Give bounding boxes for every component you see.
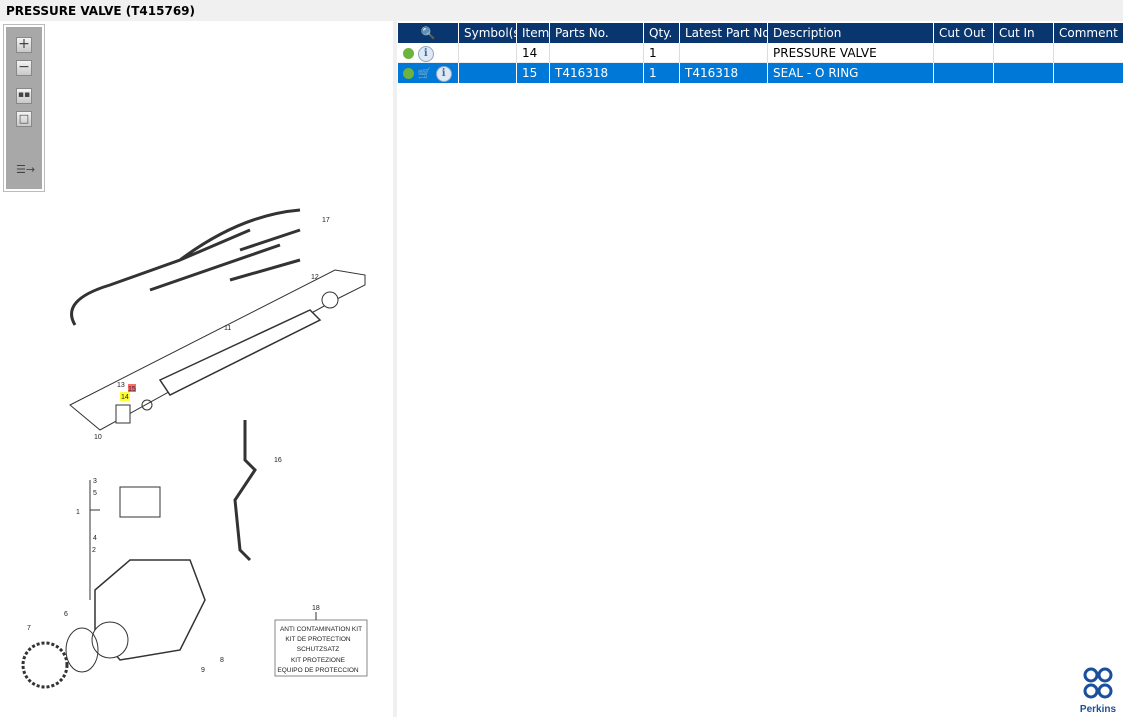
pressure-valve xyxy=(115,404,131,424)
callout[interactable]: 10 xyxy=(94,434,102,441)
table-header: 🔍 Symbol(s) Item Parts No. Qty. Latest P… xyxy=(398,23,1123,43)
diagram-toolbar: + − ▪▪ □ ☰→ xyxy=(3,24,45,192)
callout[interactable]: 7 xyxy=(27,625,31,632)
kit-label: SCHUTZSATZ xyxy=(297,646,340,653)
gear-icon[interactable] xyxy=(403,48,414,59)
cell-description: PRESSURE VALVE xyxy=(768,43,934,63)
perkins-emblem-icon xyxy=(1083,667,1113,699)
leader-1 xyxy=(89,480,100,600)
cell-cut-in xyxy=(994,63,1054,83)
pipe-16 xyxy=(233,420,257,562)
kit-label: ANTI CONTAMINATION KIT xyxy=(280,626,362,633)
cell-description: SEAL - O RING xyxy=(768,63,934,83)
cell-parts-no xyxy=(550,43,644,63)
cell-latest xyxy=(680,43,768,63)
callout[interactable]: 14 xyxy=(121,394,129,401)
callout[interactable]: 17 xyxy=(322,217,330,224)
highlight-15 xyxy=(128,384,136,392)
fuel-lines xyxy=(70,208,301,326)
cell-symbols xyxy=(459,43,517,63)
pump-valve xyxy=(119,486,161,518)
callout[interactable]: 2 xyxy=(92,547,96,554)
perkins-logo: Perkins xyxy=(1078,666,1118,715)
zoom-in-button[interactable]: + xyxy=(16,37,32,53)
cell-item: 15 xyxy=(517,63,550,83)
magnifier-icon: 🔍 xyxy=(420,26,436,40)
cell-qty: 1 xyxy=(644,43,680,63)
col-latest-part-no[interactable]: Latest Part No. xyxy=(680,23,768,43)
kit-label: KIT DE PROTECTION xyxy=(285,636,351,643)
table-row-selected[interactable]: 🛒 i 15 T416318 1 T416318 SEAL - O RING xyxy=(398,63,1123,83)
callout[interactable]: 16 xyxy=(274,457,282,464)
page-title: PRESSURE VALVE (T415769) xyxy=(0,0,1123,21)
cell-cut-out xyxy=(934,43,994,63)
col-comment[interactable]: Comment xyxy=(1059,26,1118,40)
callout[interactable]: 3 xyxy=(93,478,97,485)
kit-box xyxy=(274,619,368,677)
callout[interactable]: 9 xyxy=(201,667,205,674)
search-column-button[interactable]: 🔍 xyxy=(398,23,459,43)
info-icon[interactable]: i xyxy=(417,45,434,62)
actual-size-button[interactable]: □ xyxy=(16,111,32,127)
highlight-14 xyxy=(120,392,130,401)
callout[interactable]: 5 xyxy=(93,490,97,497)
square-icon: □ xyxy=(18,112,30,125)
plus-icon: + xyxy=(18,36,30,52)
kit-label: EQUIPO DE PROTECCION xyxy=(277,667,359,674)
callout[interactable]: 6 xyxy=(64,611,68,618)
cell-cut-in xyxy=(994,43,1054,63)
callout[interactable]: 1 xyxy=(76,509,80,516)
parts-diagram: 17 12 11 13 15 14 10 16 3 5 1 4 2 6 7 18… xyxy=(21,208,368,689)
rail-frame xyxy=(69,269,366,431)
panel-arrow-icon: ☰→ xyxy=(16,163,36,176)
cell-cut-out xyxy=(934,63,994,83)
row-icons: 🛒 i xyxy=(398,63,459,83)
cell-qty: 1 xyxy=(644,63,680,83)
col-parts-no[interactable]: Parts No. xyxy=(550,23,644,43)
callout[interactable]: 8 xyxy=(220,657,224,664)
callout[interactable]: 11 xyxy=(224,325,231,332)
minus-icon: − xyxy=(18,59,30,75)
cell-latest: T416318 xyxy=(680,63,768,83)
grid-icon: ▪▪ xyxy=(17,90,31,100)
cell-parts-no: T416318 xyxy=(550,63,644,83)
col-qty[interactable]: Qty. xyxy=(644,23,680,43)
pump-flange xyxy=(91,621,129,659)
table-row[interactable]: i 14 1 PRESSURE VALVE xyxy=(398,43,1123,63)
zoom-out-button[interactable]: − xyxy=(16,60,32,76)
callout[interactable]: 18 xyxy=(312,605,320,612)
o-ring xyxy=(141,399,153,411)
gear-icon[interactable] xyxy=(403,68,414,79)
col-cut-in[interactable]: Cut In xyxy=(994,23,1054,43)
callout[interactable]: 15 xyxy=(128,386,136,393)
gear-7 xyxy=(21,641,69,689)
cart-icon[interactable]: 🛒 xyxy=(417,67,432,80)
pane-splitter[interactable] xyxy=(393,21,397,717)
cell-symbols xyxy=(459,63,517,83)
kit-label: KIT PROTEZIONE xyxy=(291,657,346,664)
callout[interactable]: 13 xyxy=(117,382,125,389)
logo-text: Perkins xyxy=(1079,704,1117,715)
cell-comment xyxy=(1054,63,1123,83)
info-icon[interactable]: i xyxy=(435,65,452,82)
row-icons: i xyxy=(398,43,459,63)
cell-comment xyxy=(1054,43,1123,63)
col-description[interactable]: Description xyxy=(768,23,934,43)
cell-item: 14 xyxy=(517,43,550,63)
fit-all-button[interactable]: ▪▪ xyxy=(16,88,32,104)
seal-6 xyxy=(65,627,99,673)
col-item[interactable]: Item xyxy=(517,23,550,43)
toggle-panel-button[interactable]: ☰→ xyxy=(16,163,36,179)
callout[interactable]: 4 xyxy=(93,535,97,542)
pressure-sensor xyxy=(321,291,339,309)
callout[interactable]: 12 xyxy=(311,274,319,281)
col-cut-out[interactable]: Cut Out xyxy=(934,23,994,43)
fuel-rail xyxy=(158,309,322,396)
col-symbols[interactable]: Symbol(s) xyxy=(459,23,517,43)
